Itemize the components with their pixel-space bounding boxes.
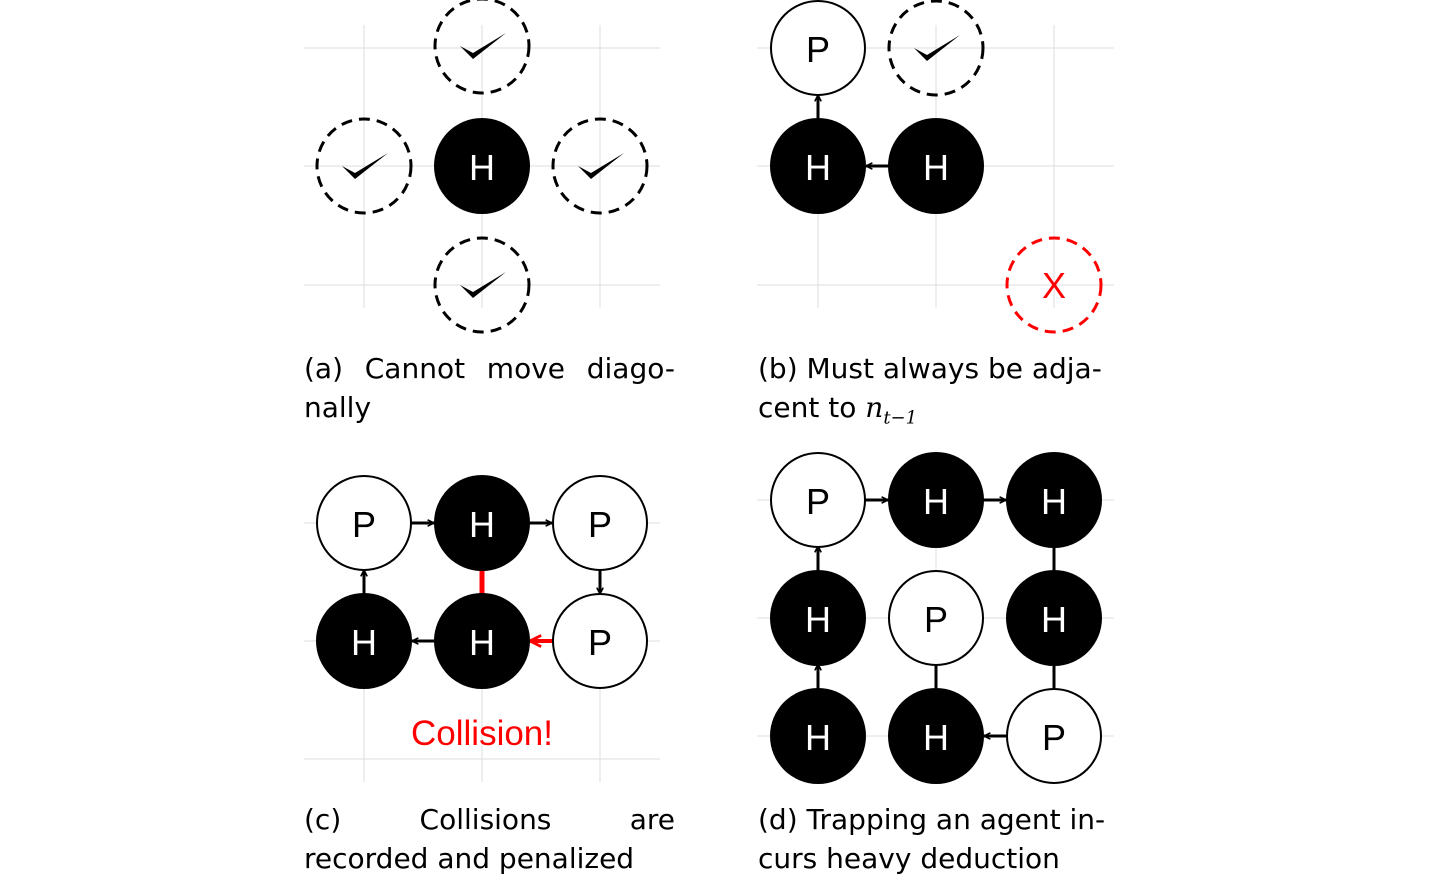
svg-text:H: H (1041, 599, 1067, 640)
caption-word: Collisions (419, 803, 552, 836)
svg-text:H: H (469, 622, 495, 663)
svg-text:H: H (805, 147, 831, 188)
svg-text:H: H (923, 717, 949, 758)
caption-d: (d) Trapping an agent in- curs heavy ded… (758, 800, 1130, 878)
hider-node: H (316, 593, 412, 689)
prisoner-node: P (552, 593, 648, 689)
caption-b: (b) Must always be adja- cent to nt−1 (758, 349, 1130, 438)
svg-text:H: H (923, 481, 949, 522)
caption-d-line2: curs heavy deduction (758, 842, 1060, 875)
check-icon (914, 35, 960, 61)
caption-a: (a) Cannot move diago- nally (304, 349, 675, 427)
prisoner-node: P (316, 475, 412, 571)
prisoner-node: P (1006, 688, 1102, 784)
caption-b-line2: cent to nt−1 (758, 388, 1130, 438)
prisoner-node: P (770, 452, 866, 548)
hider-node: H (434, 475, 530, 571)
check-icon (460, 272, 506, 298)
caption-d-line1: (d) Trapping an agent in- (758, 803, 1106, 836)
caption-c-line2: recorded and penalized (304, 842, 635, 875)
svg-text:P: P (1042, 717, 1066, 758)
check-icon (578, 153, 624, 179)
caption-b-line1: (b) Must always be adja- (758, 352, 1102, 385)
svg-text:P: P (924, 599, 948, 640)
svg-text:P: P (806, 481, 830, 522)
hider-node: H (770, 688, 866, 784)
prisoner-node: P (770, 0, 866, 96)
panel-c: P H P H H P Collision! (304, 475, 660, 782)
caption-word: diago- (586, 352, 675, 385)
hider-node: H (770, 118, 866, 214)
invalid-move: X (1005, 236, 1103, 334)
svg-text:P: P (588, 504, 612, 545)
svg-text:H: H (805, 717, 831, 758)
panel-b: P H H X (757, 0, 1114, 334)
valid-move-right (551, 117, 649, 215)
caption-b-math: nt−1 (865, 391, 917, 429)
valid-move-up (433, 0, 531, 95)
panel-d: P H H H P H H H (757, 452, 1114, 784)
caption-word: are (629, 803, 675, 836)
check-icon (342, 153, 388, 179)
svg-text:H: H (1041, 481, 1067, 522)
svg-text:H: H (805, 599, 831, 640)
svg-text:H: H (923, 147, 949, 188)
svg-text:H: H (469, 147, 495, 188)
svg-text:P: P (806, 29, 830, 70)
trapped-prisoner-node: P (888, 570, 984, 666)
hider-node: H (1006, 570, 1102, 666)
caption-c: (c) Collisions are recorded and penalize… (304, 800, 675, 878)
valid-move (887, 0, 985, 97)
caption-word: Cannot (364, 352, 466, 385)
caption-a-line1: (a) Cannot move diago- (304, 349, 675, 388)
hider-node: H (888, 688, 984, 784)
svg-text:H: H (469, 504, 495, 545)
hider-node: H (434, 593, 530, 689)
caption-c-line1: (c) Collisions are (304, 800, 675, 839)
valid-move-left (315, 117, 413, 215)
caption-b-text: cent to (758, 391, 866, 424)
svg-text:H: H (351, 622, 377, 663)
hider-node: H (888, 452, 984, 548)
hider-node: H (888, 118, 984, 214)
math-subscript: t−1 (883, 407, 918, 429)
svg-text:P: P (588, 622, 612, 663)
svg-text:P: P (352, 504, 376, 545)
invalid-label: X (1042, 265, 1066, 306)
check-icon (460, 33, 506, 59)
prisoner-node: P (552, 475, 648, 571)
hider-node: H (770, 570, 866, 666)
panel-a: H (304, 0, 660, 334)
caption-word: (c) (304, 803, 342, 836)
math-base: n (865, 391, 884, 424)
hider-node: H (1006, 452, 1102, 548)
caption-word: (a) (304, 352, 344, 385)
collision-label: Collision! (411, 714, 553, 753)
valid-move-down (433, 236, 531, 334)
hider-node: H (434, 118, 530, 214)
caption-a-line2: nally (304, 391, 372, 424)
caption-word: move (486, 352, 565, 385)
